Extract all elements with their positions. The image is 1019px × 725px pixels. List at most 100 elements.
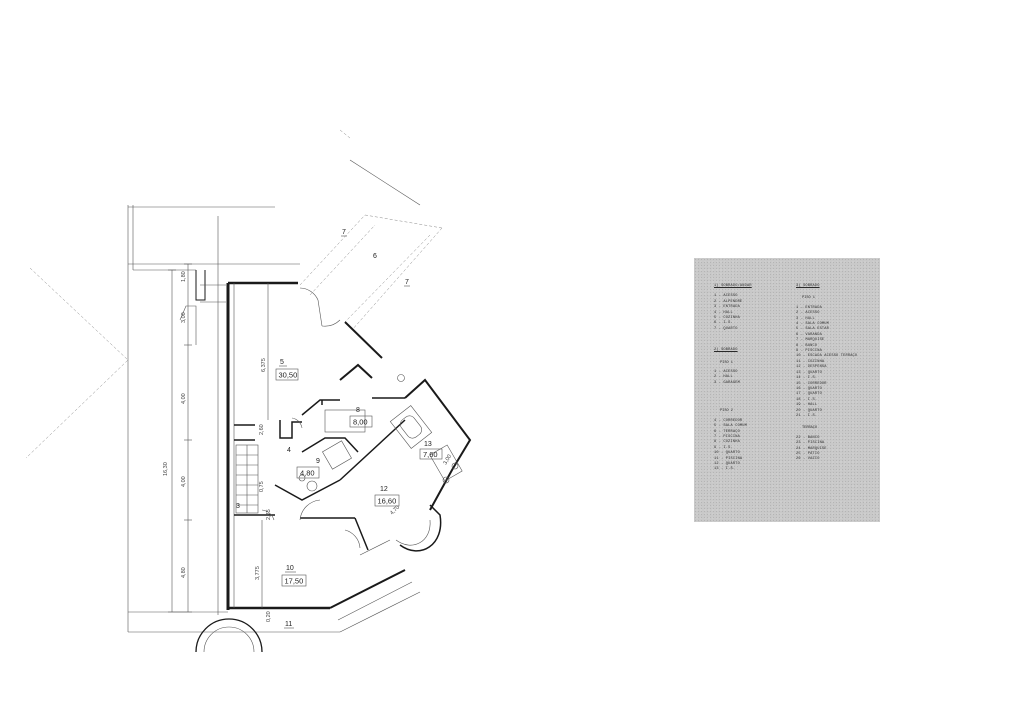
exterior-walls [226, 281, 421, 633]
legend-item: 16 - QUARTO [796, 386, 822, 391]
legend-item: 5 - COZINHA [714, 316, 740, 321]
legend-item: 3 - GARAGEM [714, 380, 740, 385]
legend-item: 17 - QUARTO [796, 392, 822, 397]
legend-gap [714, 386, 794, 402]
legend-item: 1 - ENTRADA [796, 305, 822, 310]
legend-item: 18 - I.S. [796, 397, 818, 402]
legend-item: 19 - HALL [796, 403, 818, 408]
legend-item: 11 - PISCINA [714, 456, 743, 461]
legend-heading: 1) SOBRADO/ANDAR [714, 284, 752, 288]
room-4-number: 4 [287, 447, 291, 454]
bathroom-fixtures [298, 374, 463, 492]
legend-item: 13 - I.S. [714, 467, 736, 472]
dim-room-10-height: 3,775 [255, 566, 261, 580]
dim-a: 4,00 [181, 393, 187, 404]
legend-item: 3 - ENTRADA [714, 305, 740, 310]
legend-item: 10 - QUARTO [714, 451, 740, 456]
legend-item: 6 - TERRAÇO [714, 429, 740, 434]
legend-item: 26 - VAZIO [796, 457, 820, 462]
legend-item: 8 - BANCO [796, 343, 818, 348]
legend-item: 6 - I.S. [714, 321, 733, 326]
legend-gap [714, 332, 794, 348]
legend-item: 7 - QUARTO [714, 326, 738, 331]
interior-dimensions: 6,375 3,775 2,60 2,75 0,75 4,70 3,00 0,2… [255, 283, 453, 622]
legend-item: 6 - VARANDA [796, 332, 822, 337]
room-10-area: 17,50 [285, 577, 304, 586]
room-9-number: 9 [316, 458, 320, 465]
round-terrace [195, 618, 263, 653]
dimension-chain [168, 263, 192, 613]
legend-item: 11 - COZINHA [796, 359, 825, 364]
dim-stair: 0,75 [259, 481, 265, 492]
legend-item: 12 - DESPENSA [796, 365, 827, 370]
legend-item: 5 - SALA COMUM [714, 424, 747, 429]
dim-bath: 3,00 [443, 454, 454, 466]
boundary-lines [127, 205, 340, 633]
dim-top: 1,80 [181, 271, 187, 282]
legend-item: 10 - ESCADA ACESSO TERRAÇO [796, 354, 858, 359]
legend-item: 24 - MARQUISE [796, 446, 827, 451]
room-13-number: 13 [424, 441, 432, 448]
label-6: 6 [373, 253, 377, 260]
room-12-number: 12 [380, 486, 388, 493]
room-labels: 5 30,50 8 8,00 9 4,80 4 3 12 16,60 13 7,… [236, 229, 443, 629]
legend-item: 12 - QUARTO [714, 461, 740, 466]
legend-item: 20 - QUARTO [796, 408, 822, 413]
legend-item: 1 - ACESSO [714, 370, 738, 375]
legend-item: 9 - I.S. [714, 445, 733, 450]
stairs [235, 444, 259, 514]
label-7-upper: 7 [342, 229, 346, 236]
legend-item: 15 - CORREDOR [796, 381, 827, 386]
legend-subheading: PISO 1 [802, 296, 815, 301]
legend-item: 3 - HALL [796, 316, 815, 321]
legend-item: 2 - ALPENDRE [714, 299, 743, 304]
label-11: 11 [285, 621, 292, 628]
room-8-number: 8 [356, 407, 360, 414]
legend-item: 25 - PÁTIO [796, 451, 820, 456]
legend-subheading: TERRAÇO [802, 426, 818, 431]
legend-item: 13 - QUARTO [796, 370, 822, 375]
label-7-lower: 7 [405, 279, 409, 286]
room-12-area: 16,60 [378, 497, 397, 506]
dim-diagonal: 4,70 [389, 505, 401, 517]
dim-bay: 3,00 [181, 312, 187, 323]
doors [261, 417, 361, 549]
legend-item: 22 - BANCO [796, 435, 820, 440]
legend-item: 5 - SALA ESTAR [796, 327, 829, 332]
legend-item: 1 - ACESSO [714, 294, 738, 299]
bay-window [179, 270, 226, 345]
room-9-area: 4,80 [300, 469, 315, 478]
dim-hall-b: 2,75 [266, 509, 272, 520]
legend-item: 23 - PISCINA [796, 441, 825, 446]
dim-room-5-height: 6,375 [261, 358, 267, 372]
legend-subheading: PISO 2 [720, 409, 733, 414]
legend-item: 9 - PISCINA [796, 349, 822, 354]
room-13-area: 7,60 [423, 450, 438, 459]
dim-bottom: 0,20 [266, 611, 272, 622]
legend-item: 21 - I.S. [796, 413, 818, 418]
legend-item: 8 - COZINHA [714, 440, 740, 445]
dim-c: 4,80 [181, 567, 187, 578]
legend-item: 4 - HALL [714, 310, 733, 315]
terrace-wing [299, 159, 443, 331]
dim-hall-a: 2,60 [259, 424, 265, 435]
dim-total-height: 16,30 [163, 462, 169, 476]
dim-b: 4,00 [181, 476, 187, 487]
legend-heading: 3) SOBRADO [796, 284, 820, 288]
legend-item: 14 - I.S. [796, 376, 818, 381]
room-5-area: 30,50 [279, 371, 298, 380]
legend-item: 7 - MARQUISE [796, 338, 825, 343]
room-5-number: 5 [280, 359, 284, 366]
room-3-number: 3 [236, 503, 240, 510]
legend-item: 7 - PISCINA [714, 434, 740, 439]
room-8-area: 8,00 [353, 418, 368, 427]
legend-item: 2 - HALL [714, 375, 733, 380]
bay-window-room-12 [359, 504, 442, 556]
legend-item: 4 - SALA COMUM [796, 322, 829, 327]
room-10-number: 10 [286, 565, 294, 572]
